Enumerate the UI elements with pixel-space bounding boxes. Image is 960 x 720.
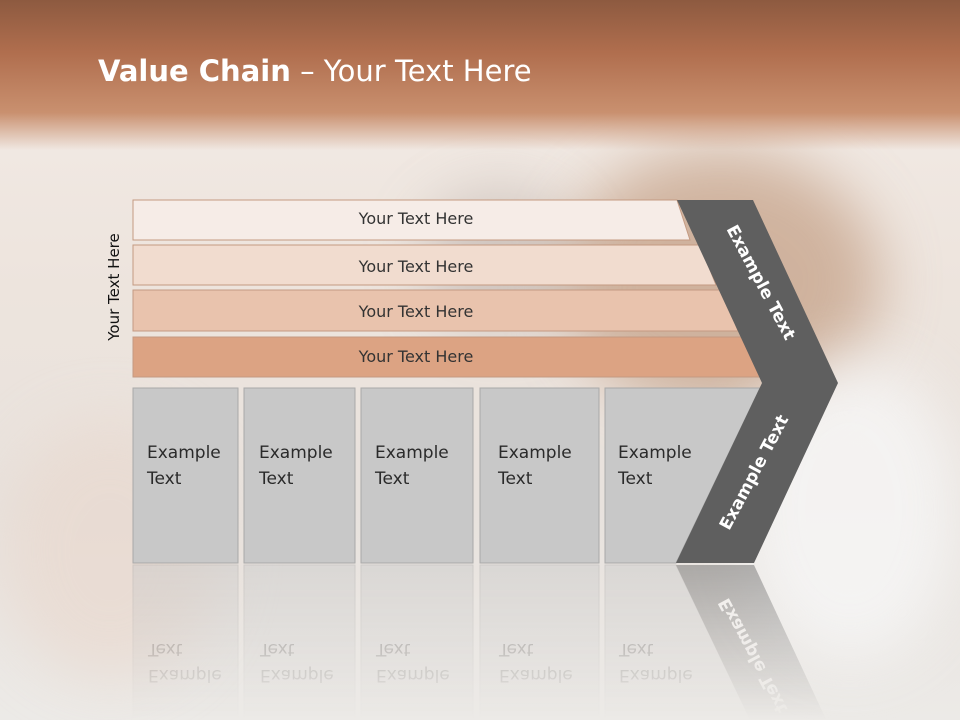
- box-label-5: Example Text: [618, 443, 692, 489]
- title-bold: Value Chain: [98, 54, 291, 88]
- box-label-2: Example Text: [259, 443, 333, 489]
- diagram-reflection: Example Text Example Text Example Text E…: [132, 564, 827, 720]
- reflection-text: Text: [375, 639, 411, 659]
- reflection-text: Text: [259, 639, 295, 659]
- activity-box-1: [132, 387, 239, 564]
- title-rest: – Your Text Here: [290, 54, 532, 88]
- reflection-arrow: [676, 565, 827, 720]
- bar-label-3: Your Text Here: [358, 302, 474, 321]
- reflection-text: Example: [260, 665, 334, 685]
- activity-box-4: [479, 387, 600, 564]
- bar-label-4: Your Text Here: [358, 347, 474, 366]
- box-label-4: Example Text: [498, 443, 572, 489]
- page-title: Value Chain – Your Text Here: [98, 54, 532, 88]
- reflection-text: Example: [619, 665, 693, 685]
- reflection-text: Text: [618, 639, 654, 659]
- box-label-1: Example Text: [147, 443, 221, 489]
- reflection-text: Example: [148, 665, 222, 685]
- title-banner: [0, 0, 960, 150]
- bar-1: [132, 199, 691, 241]
- reflection-box: [360, 564, 474, 720]
- reflection-box: [243, 564, 356, 720]
- reflection-text: Example: [499, 665, 573, 685]
- reflection-text: Text: [147, 639, 183, 659]
- chevron-arrow: [676, 200, 838, 563]
- reflection-text: Text: [498, 639, 534, 659]
- activity-box-3: [360, 387, 474, 564]
- activity-box-2: [243, 387, 356, 564]
- bar-2: [132, 244, 717, 286]
- reflection-box: [132, 564, 239, 720]
- bar-label-2: Your Text Here: [358, 257, 474, 276]
- bar-label-1: Your Text Here: [358, 209, 474, 228]
- reflection-text: Example: [376, 665, 450, 685]
- box-label-3: Example Text: [375, 443, 449, 489]
- reflection-box: [479, 564, 600, 720]
